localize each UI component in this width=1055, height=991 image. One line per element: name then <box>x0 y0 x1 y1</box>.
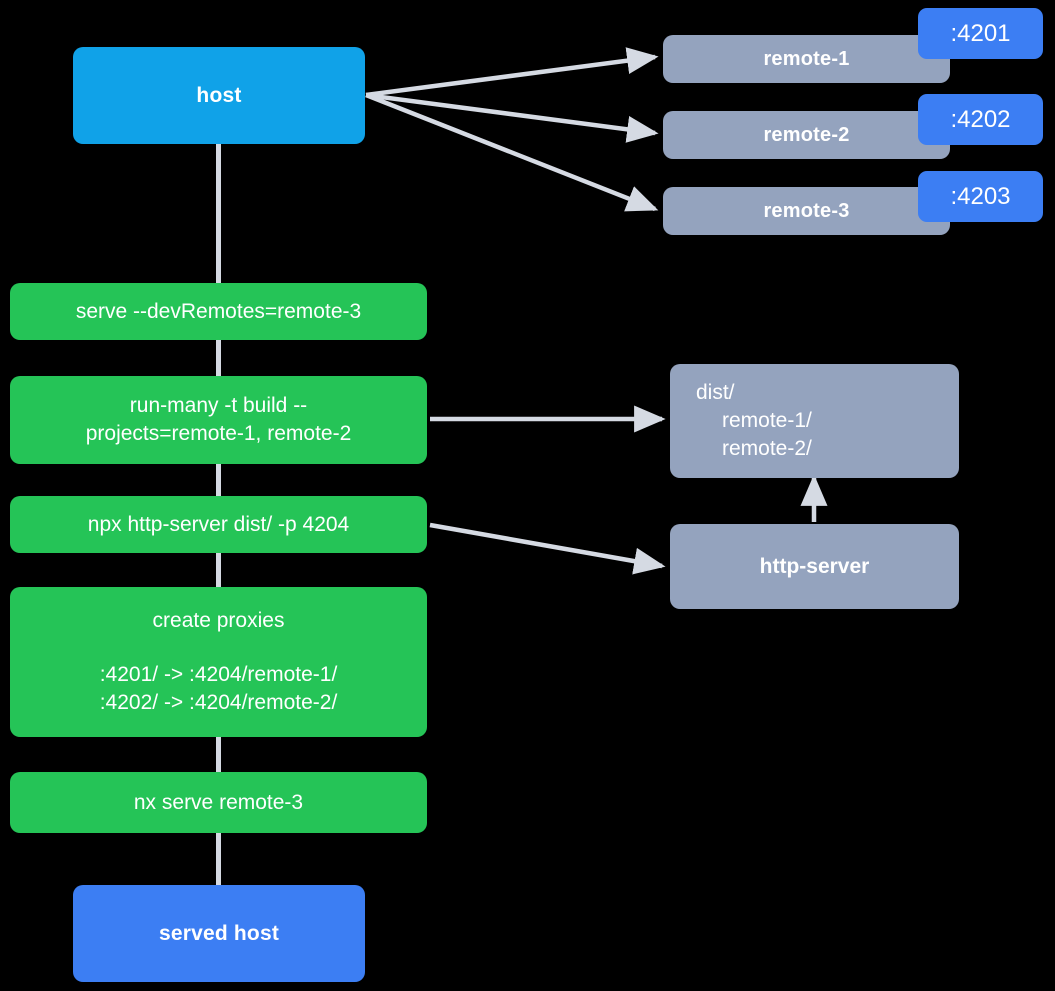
node-remote-1-label: remote-1 <box>763 47 850 70</box>
node-remote-3-label: remote-3 <box>763 199 850 222</box>
node-command-npx-http-server-line-1: npx http-server dist/ -p 4204 <box>87 512 350 536</box>
badge-remote-3-port: :4203 <box>918 171 1043 222</box>
node-command-nx-serve-remote-3[interactable]: nx serve remote-3 <box>10 772 427 833</box>
node-command-create-proxies-line-2: :4201/ -> :4204/remote-1/ <box>99 663 338 687</box>
node-http-server[interactable]: http-server <box>670 524 959 609</box>
badge-remote-3-port-label: :4203 <box>950 182 1011 210</box>
node-host-label: host <box>196 83 242 107</box>
badge-remote-1-port: :4201 <box>918 8 1043 59</box>
connector-serve-to-runmany <box>216 338 221 378</box>
node-remote-2[interactable]: remote-2 <box>663 111 950 159</box>
node-http-server-label: http-server <box>759 554 870 578</box>
badge-remote-1-port-label: :4201 <box>950 19 1011 47</box>
edge-host-to-remote-2 <box>365 92 659 143</box>
node-command-run-many-line-2: projects=remote-1, remote-2 <box>85 422 352 445</box>
node-remote-3[interactable]: remote-3 <box>663 187 950 235</box>
edge-npx-to-httpserver <box>429 522 666 575</box>
node-served-host-label: served host <box>158 921 280 945</box>
node-dist-folder-line-2: remote-1/ <box>722 409 812 433</box>
node-remote-2-label: remote-2 <box>763 123 850 146</box>
node-command-create-proxies[interactable]: create proxies :4201/ -> :4204/remote-1/… <box>10 587 427 737</box>
edge-host-to-remote-3 <box>365 92 659 212</box>
node-dist-folder-line-1: dist/ <box>696 381 735 405</box>
badge-remote-2-port: :4202 <box>918 94 1043 145</box>
connector-runmany-to-npx <box>216 462 221 496</box>
node-dist-folder[interactable]: dist/ remote-1/ remote-2/ <box>670 364 959 478</box>
badge-remote-2-port-label: :4202 <box>950 105 1011 133</box>
edge-host-to-remote-1 <box>365 47 659 98</box>
node-command-run-many[interactable]: run-many -t build -- projects=remote-1, … <box>10 376 427 464</box>
node-command-nx-serve-remote-3-line-1: nx serve remote-3 <box>133 790 304 814</box>
node-command-create-proxies-line-3: :4202/ -> :4204/remote-2/ <box>99 690 338 714</box>
node-command-serve[interactable]: serve --devRemotes=remote-3 <box>10 283 427 340</box>
node-served-host[interactable]: served host <box>73 885 365 982</box>
connector-proxies-to-nxserve <box>216 736 221 772</box>
connector-npx-to-proxies <box>216 552 221 588</box>
node-command-serve-line-1: serve --devRemotes=remote-3 <box>75 299 362 323</box>
node-command-create-proxies-line-1: create proxies <box>152 609 285 633</box>
node-command-npx-http-server[interactable]: npx http-server dist/ -p 4204 <box>10 496 427 553</box>
node-remote-1[interactable]: remote-1 <box>663 35 950 83</box>
connector-host-to-serve <box>216 143 221 285</box>
node-dist-folder-line-3: remote-2/ <box>722 436 812 460</box>
connector-nxserve-to-servedhost <box>216 832 221 886</box>
node-command-run-many-line-1: run-many -t build -- <box>129 394 308 418</box>
node-host[interactable]: host <box>73 47 365 144</box>
